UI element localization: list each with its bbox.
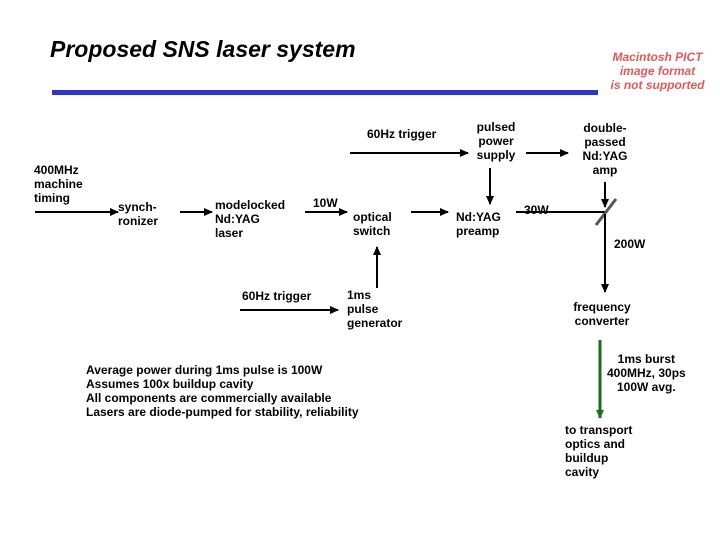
pulse-generator-label: 1ms pulse generator: [347, 288, 403, 330]
pict-unsupported-notice: Macintosh PICT image format is not suppo…: [610, 50, 705, 92]
amp-label: double- passed Nd:YAG amp: [582, 121, 628, 177]
power-10w-label: 10W: [313, 196, 338, 210]
trigger-bottom-label: 60Hz trigger: [242, 289, 312, 303]
trigger-top-label: 60Hz trigger: [367, 127, 437, 141]
mirror: [594, 198, 618, 226]
title-bar: [52, 90, 598, 95]
transport-label: to transport optics and buildup cavity: [565, 423, 633, 479]
note-line: Average power during 1ms pulse is 100W: [86, 363, 323, 377]
power-200w-label: 200W: [614, 237, 646, 251]
pulsed-power-supply-label: pulsed power supply: [476, 120, 516, 162]
burst-spec-label: 1ms burst 400MHz, 30ps 100W avg.: [607, 352, 686, 394]
note-line: Assumes 100x buildup cavity: [86, 377, 254, 391]
preamp-label: Nd:YAG preamp: [456, 210, 501, 238]
notes-block: Average power during 1ms pulse is 100W A…: [86, 363, 359, 419]
note-line: All components are commercially availabl…: [86, 391, 332, 405]
page-title: Proposed SNS laser system: [50, 36, 356, 62]
optical-switch-label: optical switch: [353, 210, 392, 238]
modelocked-laser-label: modelocked Nd:YAG laser: [215, 198, 286, 240]
frequency-converter-label: frequency converter: [573, 300, 631, 328]
synchronizer-label: synch- ronizer: [118, 200, 159, 228]
note-line: Lasers are diode-pumped for stability, r…: [86, 405, 359, 419]
power-30w-label: 30W: [524, 203, 549, 217]
timing-label: 400MHz machine timing: [34, 163, 83, 205]
